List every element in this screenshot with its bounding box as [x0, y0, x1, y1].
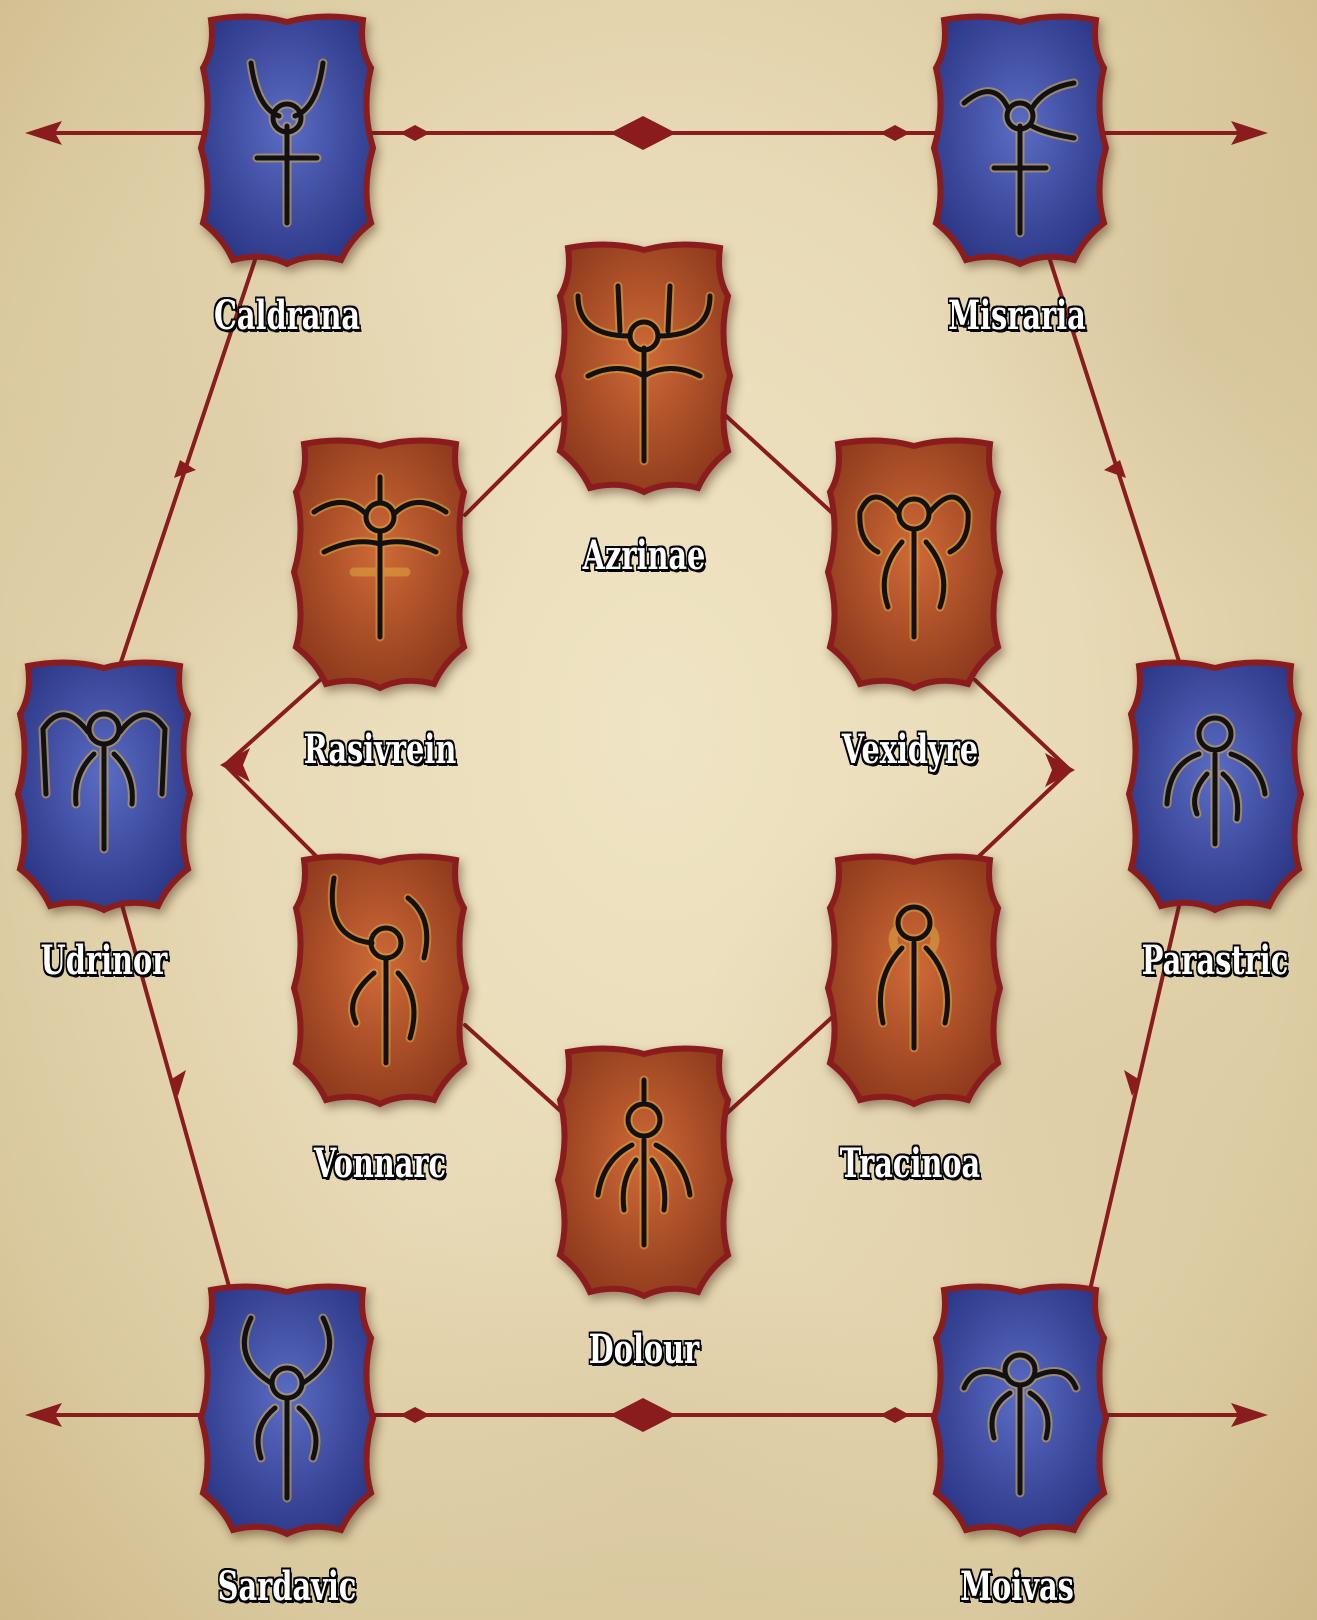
shield-vonnarc [284, 848, 476, 1110]
shield-vexidyre [818, 432, 1010, 694]
misraria-sigil-icon [924, 8, 1116, 270]
connector-tracinoa-right [975, 770, 1070, 860]
label-sardavic: Sardavic [193, 1563, 380, 1610]
shield-caldrana [191, 8, 383, 270]
label-vexidyre: Vexidyre [816, 726, 1003, 773]
udrinor-sigil-icon [8, 654, 200, 916]
label-parastric: Parastric [1121, 937, 1308, 984]
shield-sardavic [191, 1278, 383, 1540]
tracinoa-sigil-icon [818, 848, 1010, 1110]
shield-rasivrein [284, 432, 476, 694]
label-rasivrein: Rasivrein [286, 726, 473, 773]
caldrana-sigil-icon [191, 8, 383, 270]
label-udrinor: Udrinor [10, 937, 197, 984]
ornament-top-center [610, 116, 676, 150]
parastric-sigil-icon [1119, 654, 1311, 916]
shield-udrinor [8, 654, 200, 916]
label-vonnarc: Vonnarc [286, 1140, 473, 1187]
rasivrein-sigil-icon [284, 432, 476, 694]
shield-moivas [924, 1278, 1116, 1540]
azrinae-sigil-icon [548, 236, 740, 498]
shield-azrinae [548, 236, 740, 498]
label-misraria: Misraria [923, 292, 1110, 339]
vonnarc-sigil-icon [284, 848, 476, 1110]
label-moivas: Moivas [923, 1563, 1110, 1610]
shield-misraria [924, 8, 1116, 270]
vexidyre-sigil-icon [818, 432, 1010, 694]
label-azrinae: Azrinae [550, 532, 737, 579]
shield-dolour [548, 1040, 740, 1302]
shield-parastric [1119, 654, 1311, 916]
dolour-sigil-icon [548, 1040, 740, 1302]
label-dolour: Dolour [550, 1326, 737, 1373]
label-tracinoa: Tracinoa [816, 1140, 1003, 1187]
ornament-bottom-center [610, 1398, 676, 1432]
label-caldrana: Caldrana [193, 292, 380, 339]
shield-tracinoa [818, 848, 1010, 1110]
sardavic-sigil-icon [191, 1278, 383, 1540]
moivas-sigil-icon [924, 1278, 1116, 1540]
connector-vonnarc-left [225, 765, 320, 860]
